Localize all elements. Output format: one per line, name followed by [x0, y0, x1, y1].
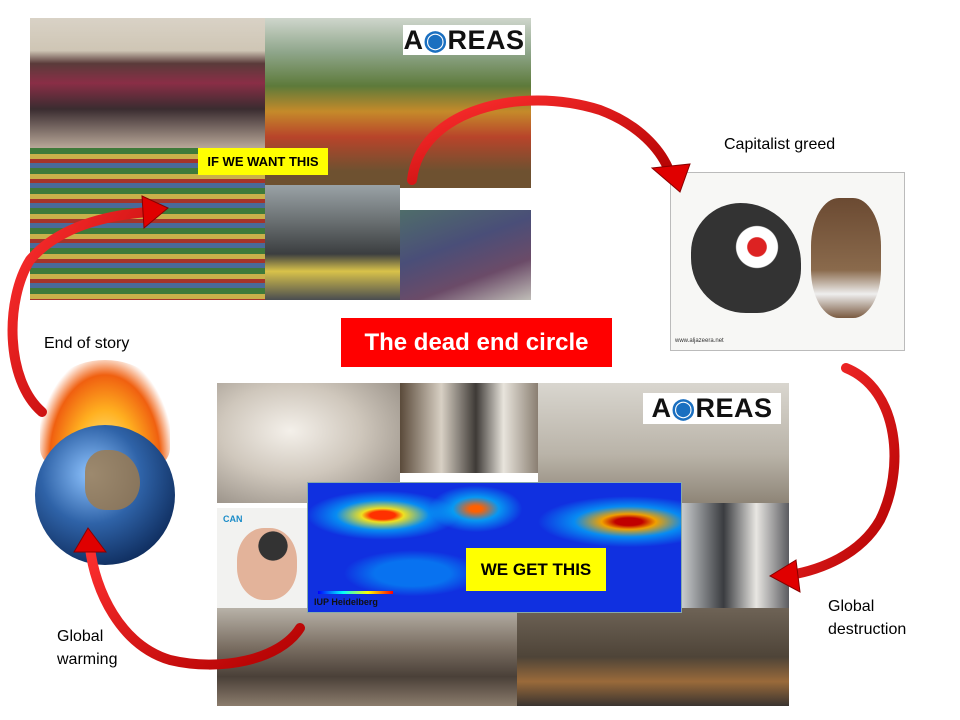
can-badge: CAN — [223, 514, 243, 524]
global-warming-label: Global warming — [57, 628, 118, 668]
map-credit: IUP Heidelberg — [314, 597, 378, 607]
clothing-store-photo — [30, 18, 265, 148]
areas-logo-bottom: A◉REAS — [643, 393, 781, 424]
areas-logo-top: A◉REAS — [403, 25, 525, 55]
global-destruction-label: Global destruction — [828, 598, 907, 638]
globe-land — [85, 450, 140, 510]
masked-people-photo — [680, 503, 789, 618]
capitalist-greed-cartoon: www.aljazeera.net — [670, 172, 905, 351]
wifi-icon: ◉ — [671, 393, 696, 423]
color-scale-bar — [318, 591, 393, 594]
traffic-jam-photo — [265, 185, 400, 300]
top-collage: A◉REAS IF WE WANT THIS — [30, 18, 531, 300]
thin-man-figure — [811, 198, 881, 318]
we-get-this-caption: WE GET THIS — [466, 548, 606, 591]
gas-mask-baby-photo: CAN — [217, 508, 307, 608]
end-of-story-label: End of story — [44, 335, 130, 352]
burning-globe-image — [30, 360, 180, 570]
crowd-photo — [400, 210, 531, 300]
wifi-icon: ◉ — [423, 25, 448, 55]
page-title: The dead end circle — [364, 328, 589, 356]
cartoon-credit: www.aljazeera.net — [675, 338, 724, 344]
title-banner: The dead end circle — [341, 318, 612, 367]
fat-man-figure — [691, 203, 801, 313]
capitalist-greed-label: Capitalist greed — [724, 136, 836, 153]
smoggy-street-photo — [517, 608, 789, 706]
bottom-collage: CAN IUP Heidelberg A◉REAS WE GET THIS — [217, 383, 789, 706]
masked-children-photo — [400, 383, 538, 473]
garbage-dump-photo — [217, 608, 517, 706]
baby-figure — [237, 528, 297, 600]
if-we-want-this-caption: IF WE WANT THIS — [198, 148, 328, 175]
